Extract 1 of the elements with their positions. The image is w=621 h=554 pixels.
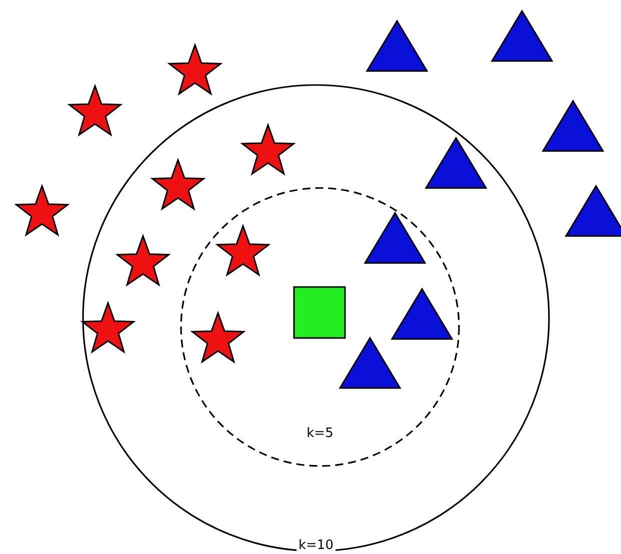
circle-label: k=10 <box>296 538 336 553</box>
